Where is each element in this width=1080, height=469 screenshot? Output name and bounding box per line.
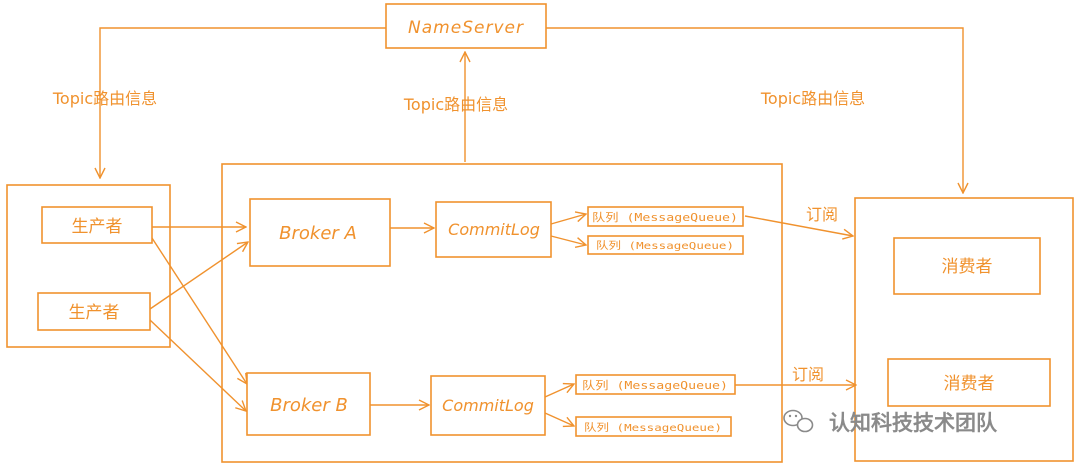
watermark-text: 认知科技技术团队: [829, 411, 998, 435]
broker-cluster-frame: [221, 163, 783, 463]
route-edge-consumers: [546, 27, 963, 193]
route-label-center: Topic路由信息: [403, 95, 508, 114]
queue-a2-label: 队列 (MessageQueue): [596, 239, 734, 252]
queue-a1-box: [587, 206, 744, 227]
commitlog-b-label: CommitLog: [442, 396, 534, 415]
subscribe-label-bottom: 订阅: [792, 365, 824, 384]
subscribe-label-top: 订阅: [806, 205, 838, 224]
route-label-right: Topic路由信息: [760, 89, 865, 108]
broker-a-box: [249, 198, 391, 267]
broker-b-box: [246, 372, 371, 436]
producer-2-box: [37, 292, 151, 331]
consumer-2-box: [887, 358, 1051, 407]
broker-a-label: Broker A: [279, 223, 357, 244]
producer2-to-broker-b: [149, 319, 246, 411]
consumer-2-label: 消费者: [944, 374, 995, 394]
producer-2-label: 生产者: [69, 303, 120, 323]
producer2-to-broker-a: [149, 242, 248, 310]
producer1-to-broker-b: [151, 237, 247, 384]
commitlog-a-to-queue-a1: [550, 214, 586, 225]
commitlog-a-label: CommitLog: [448, 220, 540, 239]
commitlog-a-to-queue-a2: [550, 235, 586, 245]
producer-1-box: [41, 206, 153, 244]
nameserver-box: [385, 3, 547, 49]
queue-b1-label: 队列 (MessageQueue): [582, 378, 728, 392]
consumer-1-box: [893, 237, 1041, 295]
queue-b2-label: 队列 (MessageQueue): [584, 421, 722, 434]
broker-b-label: Broker B: [270, 395, 348, 416]
commitlog-b-to-queue-b2: [544, 412, 574, 426]
commitlog-a-box: [435, 201, 552, 258]
consumer-1-label: 消费者: [942, 257, 993, 277]
queue-a2-box: [587, 235, 744, 255]
queue-a1-label: 队列 (MessageQueue): [592, 210, 738, 224]
nameserver-label: NameServer: [408, 18, 524, 38]
commitlog-b-to-queue-b1: [544, 384, 574, 398]
queue-b2-box: [575, 416, 732, 437]
subscribe-edge-top: [744, 215, 853, 236]
route-edge-producers: [100, 27, 386, 178]
consumer-group-frame: [854, 197, 1074, 462]
commitlog-b-box: [430, 375, 546, 436]
producer-1-label: 生产者: [72, 217, 123, 237]
wechat-icon: [783, 409, 814, 433]
queue-b1-box: [575, 374, 736, 395]
route-label-left: Topic路由信息: [52, 89, 157, 108]
